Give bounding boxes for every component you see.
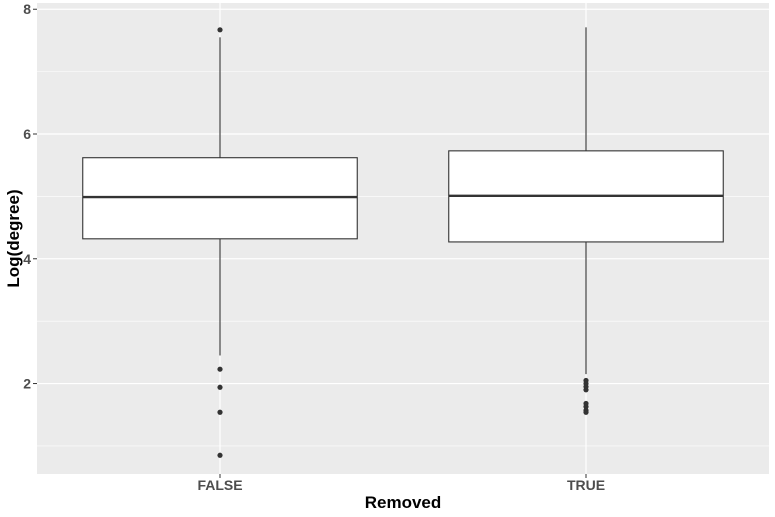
outlier-point xyxy=(217,452,223,458)
outlier-point xyxy=(583,409,589,415)
outlier-point xyxy=(583,387,589,393)
box-group-false xyxy=(82,27,358,458)
box-iqr xyxy=(82,157,358,240)
y-tick-label: 6 xyxy=(23,126,31,142)
outlier-point xyxy=(217,384,223,390)
y-axis-ticks: 2 4 6 8 xyxy=(23,1,37,392)
x-tick-label: TRUE xyxy=(567,477,605,493)
y-tick-label: 4 xyxy=(23,251,31,267)
outlier-point xyxy=(583,404,589,410)
x-tick-label: FALSE xyxy=(197,477,242,493)
outlier-point xyxy=(217,409,223,415)
boxes-layer xyxy=(82,27,724,458)
y-tick-label: 8 xyxy=(23,1,31,17)
outlier-point xyxy=(217,27,223,33)
outlier-point xyxy=(217,366,223,372)
y-tick-label: 2 xyxy=(23,376,31,392)
box-group-true xyxy=(448,27,724,415)
y-axis-title: Log(degree) xyxy=(4,189,23,287)
x-axis-title: Removed xyxy=(365,493,442,512)
x-axis-ticks: FALSE TRUE xyxy=(197,474,605,493)
